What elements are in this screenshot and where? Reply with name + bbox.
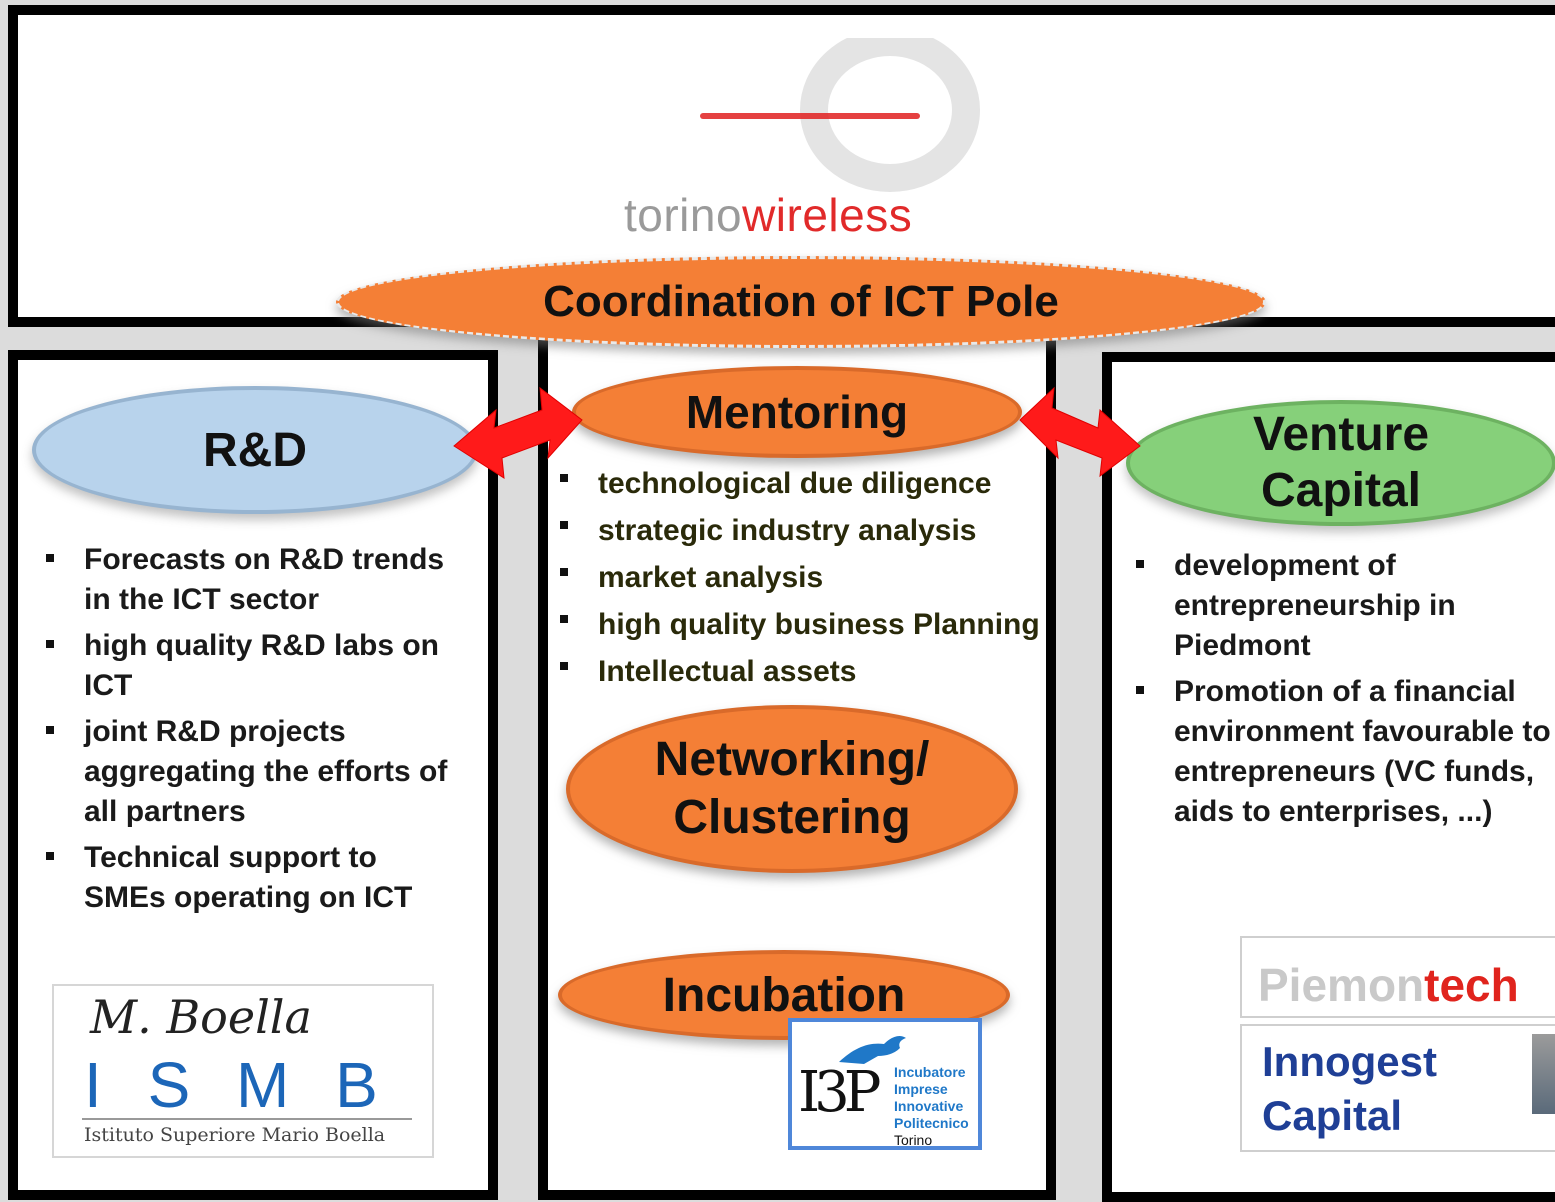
i3p-mark: I3P [798,1060,881,1125]
incubation-title: Incubation [662,968,906,1022]
i3p-line: Imprese [894,1081,948,1097]
logo-piemon: Piemon [1258,959,1425,1011]
list-item: Intellectual assets [560,648,1040,695]
list-item: high quality R&D labs on ICT [46,626,466,706]
rnd-ellipse: R&D [32,386,478,514]
ismb-acronym: I S M B [84,1049,392,1121]
innogest-logo: Innogest Capital [1240,1024,1555,1152]
rnd-bullet-list: Forecasts on R&D trends in the ICT secto… [46,540,466,918]
list-item: development of entrepreneurship in Piedm… [1136,546,1554,666]
list-item: Promotion of a financial environment fav… [1136,672,1554,832]
arrow-left-icon [453,386,583,479]
arrow-right-icon [1019,386,1141,478]
rnd-title: R&D [203,423,307,477]
i3p-line: Innovative [894,1098,964,1114]
logo-torino: torino [624,189,743,241]
innogest-line2: Capital [1262,1092,1403,1139]
ismb-logo: M. Boella I S M B Istituto Superiore Mar… [52,984,434,1158]
i3p-line: Incubatore [894,1064,966,1080]
logo-tech: tech [1424,959,1519,1011]
ismb-divider [82,1118,412,1120]
piemontech-logo: Piemontech [1240,936,1555,1018]
coordination-label: Coordination of ICT Pole [543,277,1059,326]
innogest-line1: Innogest [1262,1038,1437,1085]
list-item: strategic industry analysis [560,507,1040,554]
mentoring-title: Mentoring [685,386,909,438]
logo-wireless: wireless [742,189,913,241]
i3p-logo: I3P Incubatore Imprese Innovative Polite… [788,1018,982,1150]
innogest-emblem-icon [1532,1034,1555,1114]
mentoring-bullet-list: technological due diligence strategic in… [560,460,1040,695]
ismb-signature: M. Boella [90,990,312,1044]
networking-line2: Clustering [673,791,911,844]
list-item: technological due diligence [560,460,1040,507]
i3p-line: Torino [894,1132,933,1148]
list-item: Forecasts on R&D trends in the ICT secto… [46,540,466,620]
networking-ellipse: Networking/ Clustering [566,705,1018,873]
piemontech-text: Piemontech [1258,958,1519,1012]
torinowireless-logo-text: torinowireless [624,188,912,242]
list-item: joint R&D projects aggregating the effor… [46,712,466,832]
mentoring-ellipse: Mentoring [572,366,1022,458]
vc-ellipse: Venture Capital [1126,400,1555,526]
i3p-line: Politecnico [894,1115,969,1131]
networking-line1: Networking/ [654,733,930,786]
list-item: market analysis [560,554,1040,601]
coordination-ellipse: Coordination of ICT Pole [336,256,1266,348]
kangaroo-icon [839,1036,906,1064]
vc-bullet-list: development of entrepreneurship in Piedm… [1136,546,1554,832]
i3p-text: Incubatore Imprese Innovative Politecnic… [894,1064,969,1149]
vc-title-line1: Venture [1252,408,1430,461]
list-item: Technical support to SMEs operating on I… [46,838,466,918]
torinowireless-logo-icon [700,38,980,192]
list-item: high quality business Planning [560,601,1040,648]
vc-title-line2: Capital [1260,464,1422,517]
ismb-name: Istituto Superiore Mario Boella [84,1124,386,1146]
